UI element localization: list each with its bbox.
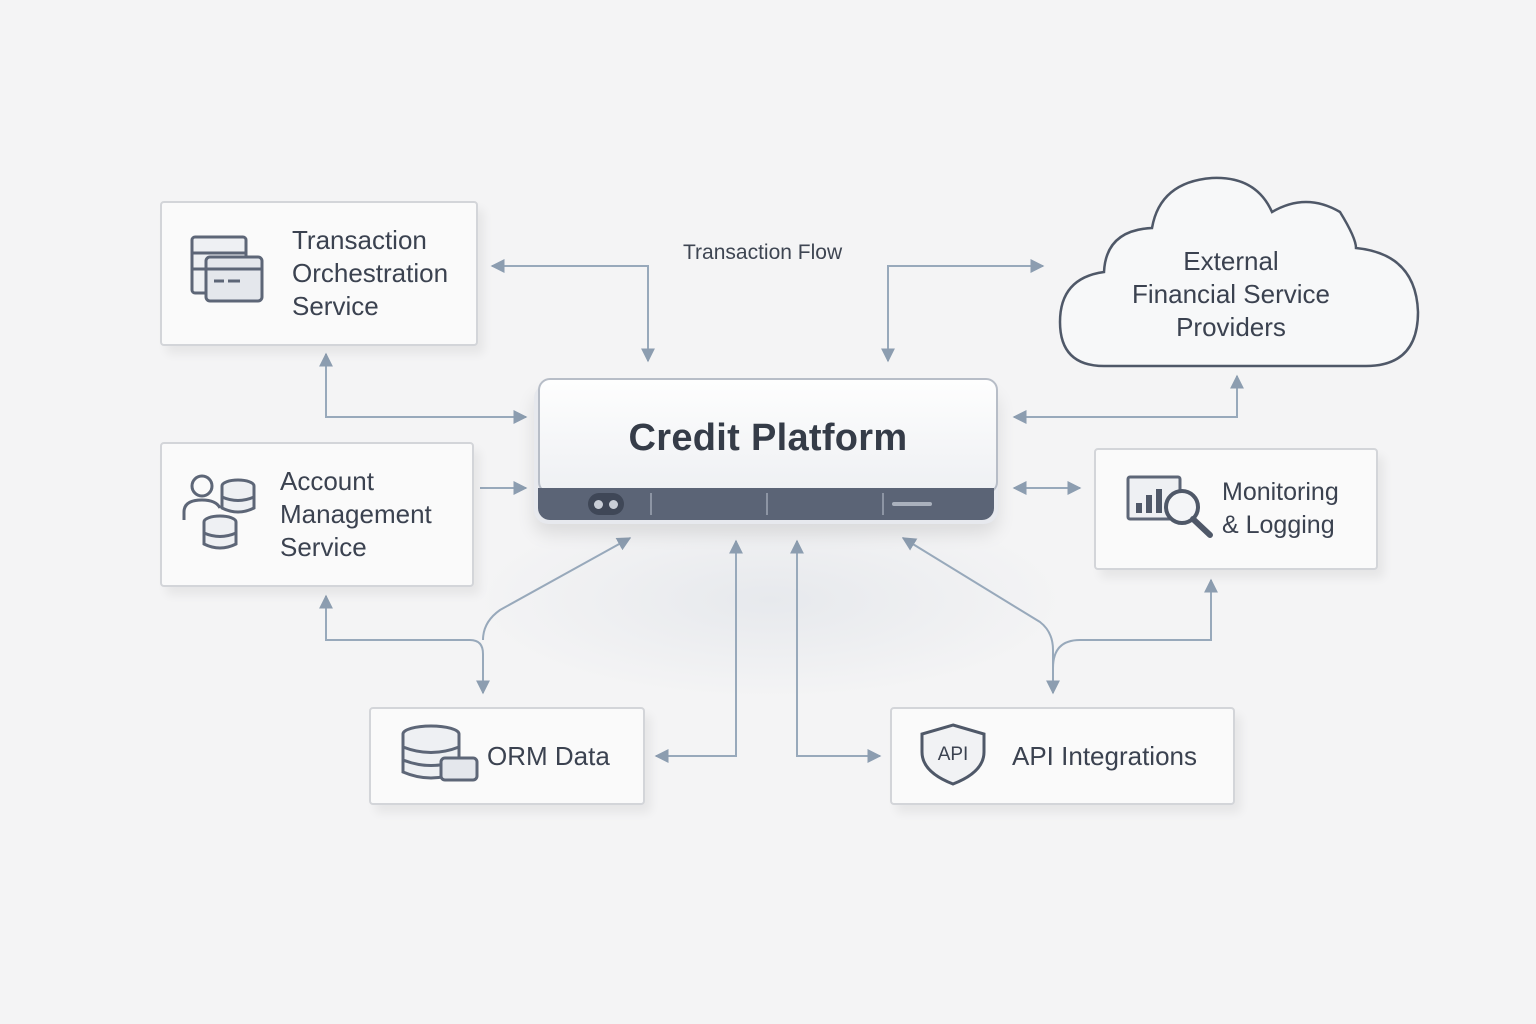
api-integrations-label: API Integrations [1012,740,1197,771]
external-providers-cloud-node[interactable]: External Financial Service Providers [1056,172,1424,372]
label-line: Service [292,291,379,321]
api-shield-icon: API [918,722,988,791]
connector-platform-api [790,539,882,763]
orm-data-node[interactable]: ORM Data [369,707,645,805]
status-dot [609,499,618,509]
chart-magnifier-icon [1126,475,1214,544]
label-line: Service [280,532,367,562]
label-line: Monitoring [1222,478,1339,506]
port-slot [892,502,932,506]
orm-data-label: ORM Data [487,740,610,771]
connector-flow-left [490,259,655,363]
account-management-node[interactable]: Account Management Service [160,442,474,587]
transaction-orchestration-node[interactable]: Transaction Orchestration Service [160,201,478,346]
connector-mon-api [1052,578,1218,669]
connector-flow-right [881,259,1045,363]
cloud-shape-icon [1058,176,1420,368]
credit-platform-node[interactable]: Credit Platform [530,376,1008,534]
platform-status-strip [538,488,994,520]
connector-tos-platform [319,352,528,424]
transaction-cards-icon [190,235,266,312]
external-providers-label: External Financial Service Providers [1096,245,1366,344]
monitoring-logging-label: Monitoring & Logging [1222,476,1339,542]
connector-ams-orm [319,594,490,695]
connector-ext-platform [1012,374,1244,424]
label-line: Management [280,499,432,529]
status-dot [594,499,603,509]
strip-divider [652,493,768,515]
transaction-flow-label: Transaction Flow [683,241,843,264]
connector-platform-orm-diag [482,537,632,641]
connector-platform-api-diag [901,537,1060,695]
transaction-orchestration-label: Transaction Orchestration Service [292,224,448,323]
api-integrations-node[interactable]: API API Integrations [890,707,1235,805]
account-management-label: Account Management Service [280,465,432,564]
label-line: Account [280,466,374,496]
platform-title: Credit Platform [628,416,908,459]
strip-divider [768,493,884,515]
user-database-icon [182,472,258,557]
label-line: Providers [1176,312,1286,342]
monitoring-logging-node[interactable]: Monitoring & Logging [1094,448,1378,570]
label-line: Transaction [292,225,427,255]
label-line: Financial Service [1132,279,1330,309]
strip-divider [624,493,652,515]
api-badge-text: API [938,744,969,765]
connector-platform-orm [654,539,743,763]
label-line: Orchestration [292,258,449,288]
label-line: & Logging [1222,511,1335,539]
label-line: External [1183,246,1279,276]
platform-top-panel: Credit Platform [538,378,998,494]
status-lights-icon [588,493,624,515]
database-icon [401,724,481,789]
